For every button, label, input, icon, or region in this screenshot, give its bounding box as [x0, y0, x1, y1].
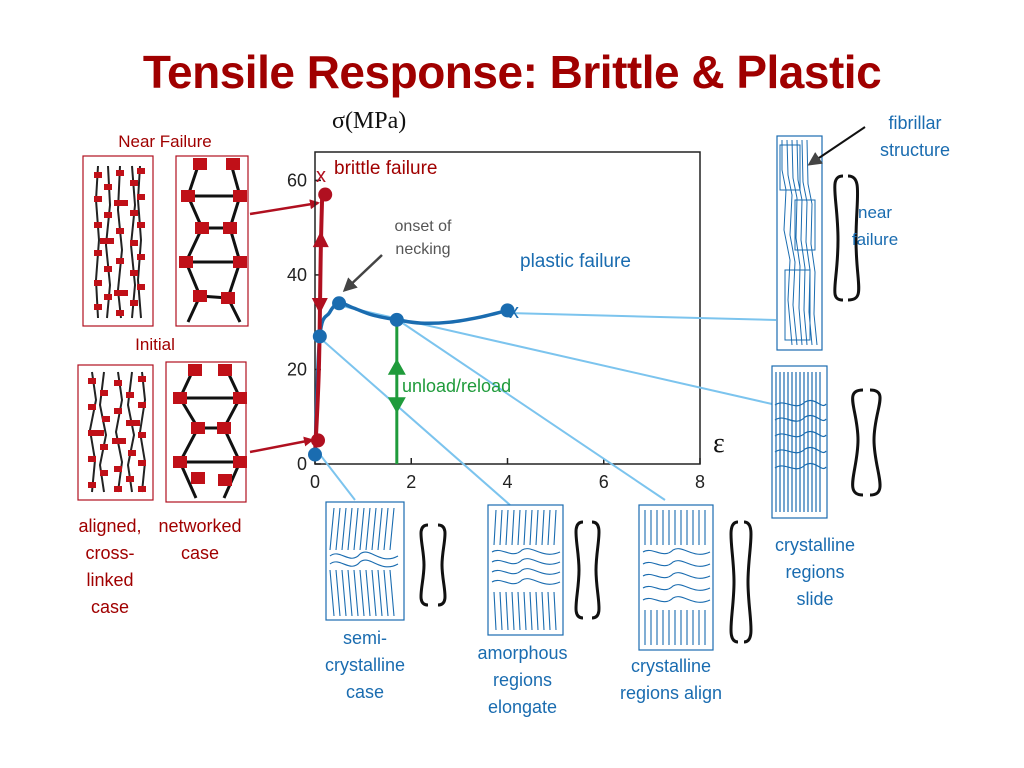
- y-axis-label: σ(MPa): [332, 108, 406, 134]
- connector-amorphous: [319, 337, 511, 506]
- connector-fibrillar: [507, 312, 777, 321]
- amorphous-right-bracket: [591, 520, 601, 620]
- semi-lamellae: [329, 507, 399, 617]
- slide-box: [771, 365, 828, 519]
- slide-title: Tensile Response: Brittle & Plastic: [142, 46, 882, 98]
- align-left-bracket: [729, 520, 739, 644]
- label-near-failure: Near Failure: [118, 132, 212, 151]
- brittle-point: [311, 433, 325, 448]
- near-failure-networked-box: [175, 155, 249, 327]
- plastic-point: [500, 303, 515, 318]
- y-ticks: 0 20 40 60: [287, 170, 321, 474]
- amorphous-lamellae: [491, 509, 561, 631]
- annotation-onset-necking: onset of necking: [394, 218, 452, 258]
- y-tick-label: 60: [287, 170, 307, 190]
- necking-arrow: [342, 254, 383, 293]
- initial-aligned-box: [77, 364, 154, 501]
- x-axis-label: ε: [713, 428, 725, 459]
- fibrillar-left-bracket: [833, 174, 844, 302]
- right-schematics: [771, 126, 882, 519]
- label-initial: Initial: [135, 335, 175, 354]
- slide-left-bracket: [851, 388, 864, 497]
- amorphous-box: [487, 504, 564, 636]
- initial-networked-box: [165, 361, 247, 503]
- label-aligned-case: aligned, cross- linked case: [78, 516, 142, 617]
- connector-align: [397, 319, 666, 501]
- label-networked-case: networked case: [158, 516, 242, 563]
- y-tick-label: 0: [297, 454, 307, 474]
- label-semi-crystalline: semi- crystalline case: [324, 628, 406, 702]
- brittle-arrows: [311, 231, 329, 314]
- near-failure-aligned-crosslinks: [94, 168, 145, 316]
- unload-arrow-down: [387, 397, 406, 414]
- semi-box: [325, 501, 405, 621]
- plastic-point: [389, 312, 404, 327]
- fibrillar-right-bracket: [847, 174, 861, 302]
- fibrillar-arrow: [807, 126, 866, 166]
- align-box: [638, 504, 714, 651]
- x-tick-label: 8: [695, 472, 705, 492]
- fibrillar-fibrils: [779, 139, 818, 346]
- initial-networked-nodes: [173, 364, 247, 486]
- series-line-plastic: [313, 301, 508, 455]
- near-failure-aligned-box: [82, 155, 154, 327]
- y-tick-label: 40: [287, 265, 307, 285]
- near-failure-networked-nodes: [179, 158, 247, 304]
- arrow-near-failure-to-curve: [249, 199, 320, 216]
- unload-arrow-up: [387, 358, 406, 375]
- semi-right-bracket: [437, 523, 447, 607]
- fibrillar-box: [776, 135, 823, 351]
- data-points: [308, 187, 515, 462]
- stress-strain-plot: 0 2 4 6 8 0 20 40 60 σ(MPa) ε x x: [287, 108, 777, 506]
- brittle-arrow-up: [312, 231, 329, 248]
- align-lamellae: [642, 510, 711, 645]
- annotation-plastic-failure: plastic failure: [520, 251, 631, 272]
- plastic-point: [332, 296, 347, 311]
- annotation-brittle-failure: brittle failure: [334, 158, 438, 179]
- unload-arrows: [387, 358, 406, 414]
- label-fibrillar-structure: fibrillar structure: [879, 113, 951, 160]
- x-tick-label: 0: [310, 472, 320, 492]
- plastic-fail-mark: x: [509, 301, 519, 323]
- annotation-unload-reload: unload/reload: [402, 376, 512, 396]
- left-schematics: [77, 155, 320, 503]
- label-amorphous-elongate: amorphous regions elongate: [477, 643, 568, 717]
- slide-lamellae: [774, 372, 827, 512]
- brittle-arrow-down: [311, 298, 328, 314]
- brittle-point: [318, 187, 333, 202]
- brittle-fail-mark: x: [316, 165, 326, 187]
- initial-aligned-crosslinks: [88, 376, 146, 492]
- x-tick-label: 6: [599, 472, 609, 492]
- x-tick-label: 2: [406, 472, 416, 492]
- amorphous-left-bracket: [574, 520, 584, 620]
- arrow-initial-to-curve: [249, 436, 314, 454]
- bottom-schematics: [325, 501, 753, 651]
- connector-lines: [317, 305, 777, 506]
- x-tick-label: 4: [502, 472, 512, 492]
- label-crystalline-align: crystalline regions align: [619, 656, 723, 703]
- x-ticks: 0 2 4 6 8: [310, 458, 705, 492]
- label-near-failure-right: near failure: [851, 203, 899, 249]
- connector-semicrystalline: [317, 451, 356, 501]
- series-line-brittle: [313, 194, 325, 455]
- slide-right-bracket: [869, 388, 882, 497]
- plastic-point: [312, 329, 327, 344]
- align-right-bracket: [743, 520, 753, 644]
- label-crystalline-slide: crystalline regions slide: [774, 535, 856, 609]
- plastic-point: [308, 447, 322, 462]
- y-tick-label: 20: [287, 359, 307, 379]
- semi-left-bracket: [419, 523, 429, 607]
